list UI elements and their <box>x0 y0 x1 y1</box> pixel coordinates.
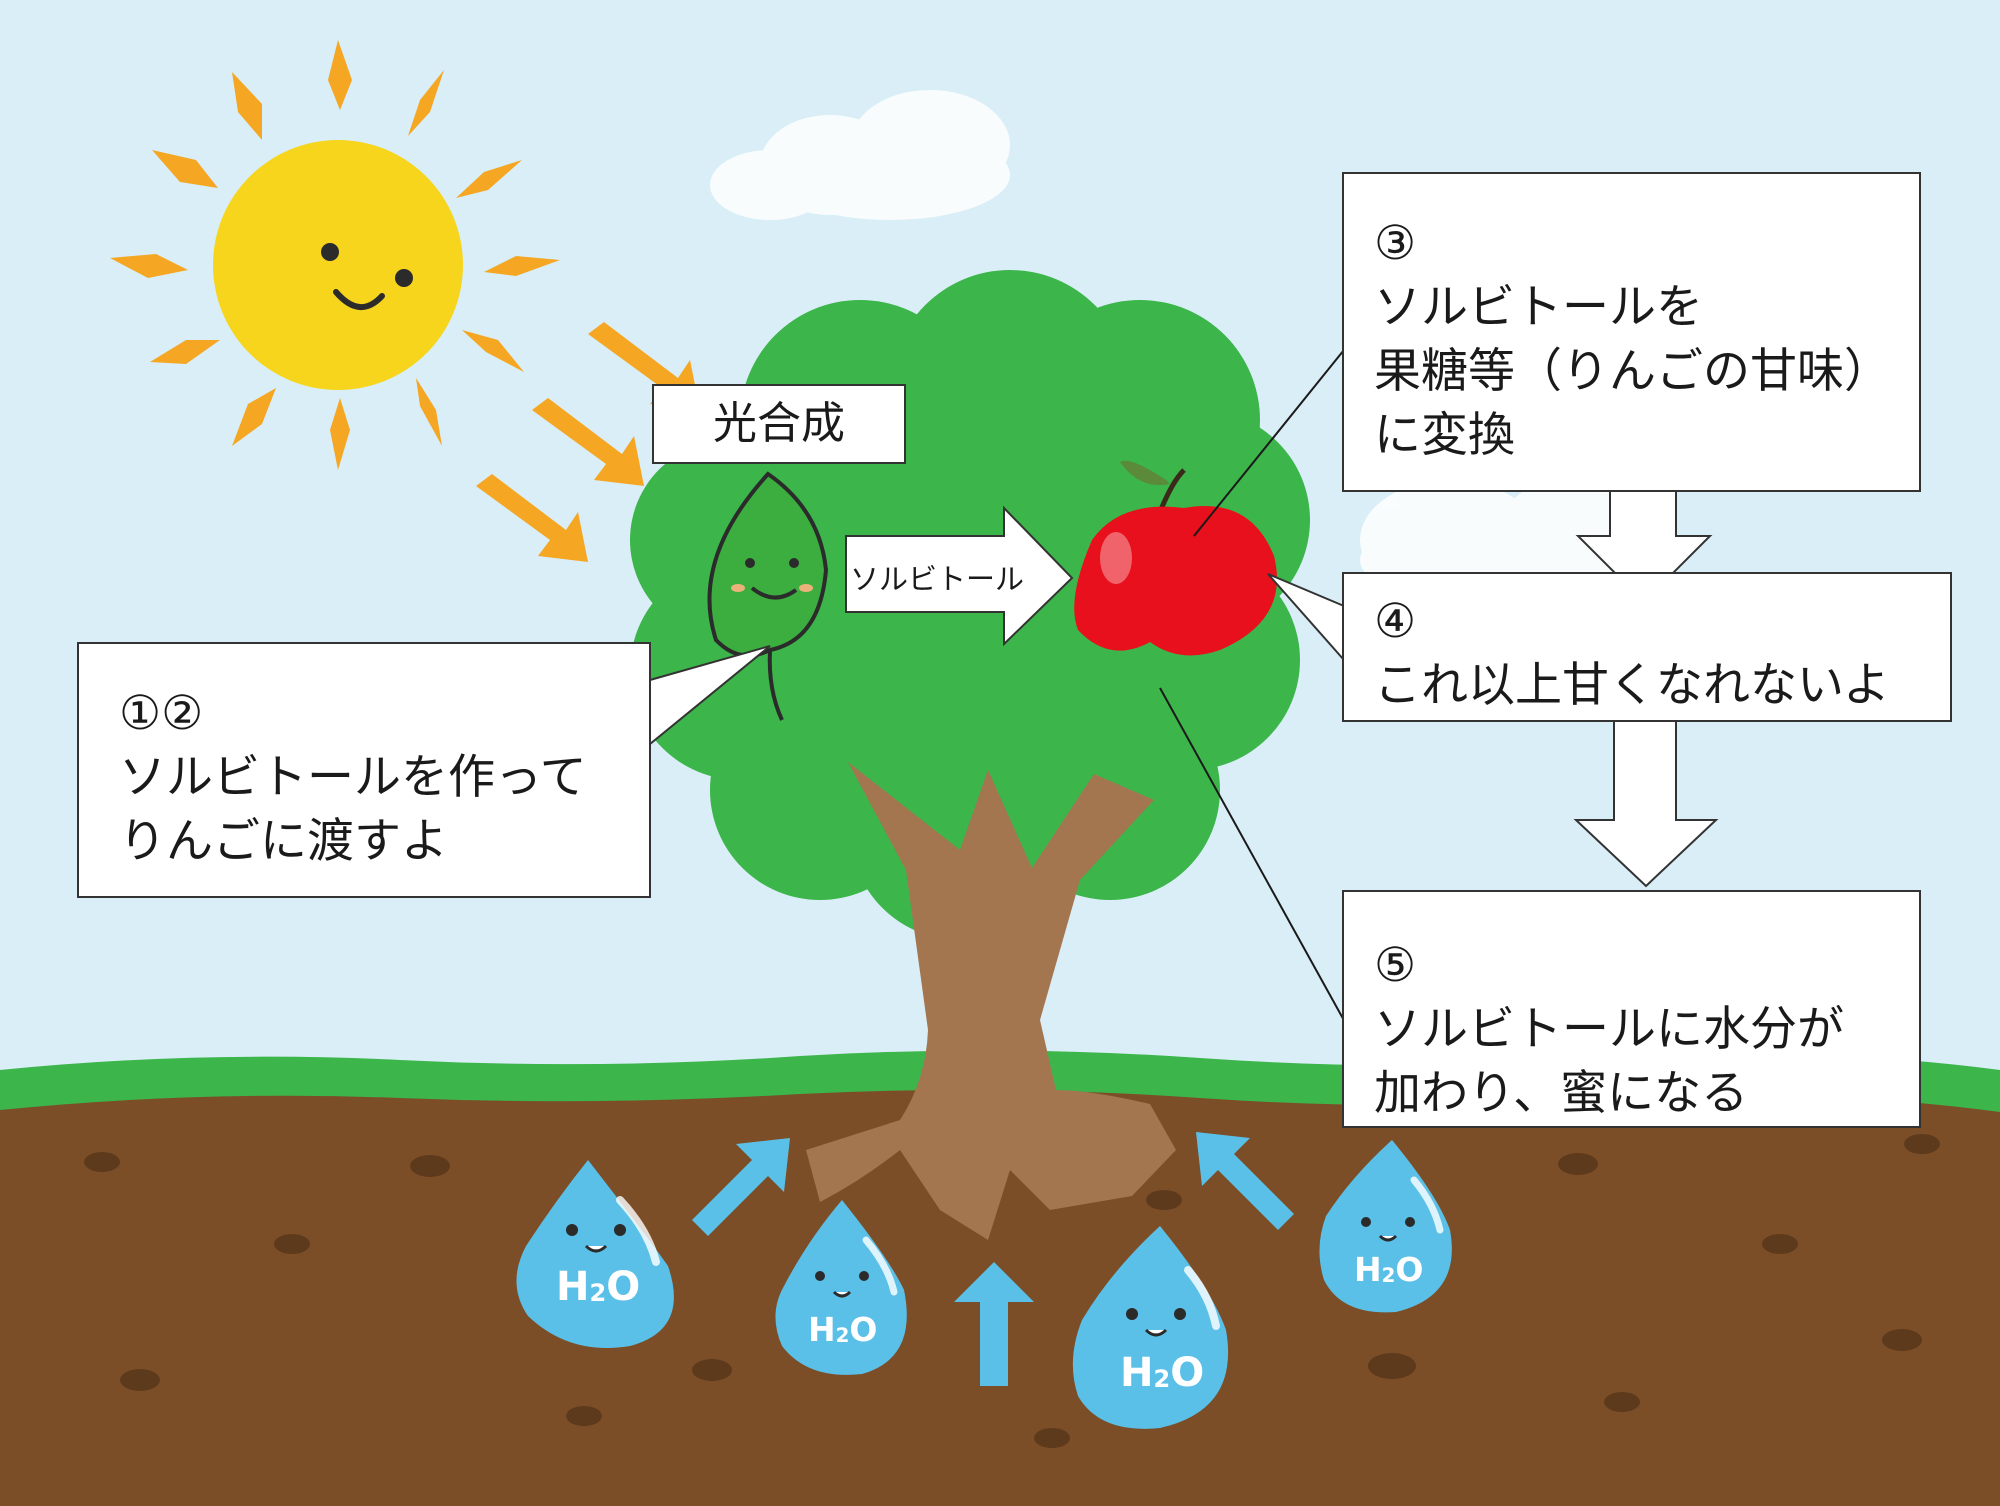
leaf-character <box>707 471 829 721</box>
step-number: ⑤ <box>1374 938 1417 993</box>
sun <box>213 140 463 390</box>
step-number: ③ <box>1374 216 1417 271</box>
step-3-box: ③ ソルビトールを 果糖等（りんごの甘味） に変換 <box>1342 172 1921 492</box>
water-label-3: H2O <box>1120 1350 1205 1396</box>
sun-mouth <box>333 289 385 310</box>
step-5-box: ⑤ ソルビトールに水分が 加わり、蜜になる <box>1342 890 1921 1128</box>
step-text-line: に変換 <box>1374 408 1515 463</box>
water-label-1: H2O <box>556 1264 641 1310</box>
step-text-line: ソルビトールを <box>1374 280 1703 335</box>
step-text-line: 加わり、蜜になる <box>1374 1066 1749 1121</box>
water-drop-1 <box>516 1160 674 1348</box>
tree-trunk <box>806 762 1176 1240</box>
connector-line-3 <box>1193 339 1353 537</box>
water-drop-2 <box>775 1200 907 1375</box>
apple <box>1074 460 1277 656</box>
down-arrow-4-5 <box>1573 713 1719 888</box>
soil-spots <box>84 1134 1940 1448</box>
step-text-line: りんごに渡すよ <box>119 814 448 869</box>
sun-eye-right <box>395 269 413 287</box>
step-1-2-callout: ①② ソルビトールを作って りんごに渡すよ <box>77 642 651 898</box>
water-drop-3 <box>1072 1226 1229 1429</box>
step-text-line: これ以上甘くなれないよ <box>1374 658 1891 713</box>
connector-line-5 <box>1159 687 1347 1025</box>
cloud-left <box>710 90 1010 220</box>
sun-rays <box>110 40 560 470</box>
sun-eye-left <box>321 243 339 261</box>
water-arrows <box>692 1132 1294 1386</box>
water-label-4: H2O <box>1354 1250 1424 1289</box>
water-label-2: H2O <box>808 1310 878 1349</box>
sorbitol-arrow <box>845 505 1074 647</box>
step-number: ①② <box>119 686 204 741</box>
sorbitol-arrow-label: ソルビトール <box>850 562 1025 596</box>
step-number: ④ <box>1374 594 1417 649</box>
photosynthesis-label: 光合成 <box>652 384 906 464</box>
step-text-line: 果糖等（りんごの甘味） <box>1374 344 1891 399</box>
water-drop-4 <box>1319 1140 1452 1313</box>
step-text-line: ソルビトールを作って <box>119 750 587 805</box>
step-4-callout: ④ これ以上甘くなれないよ <box>1342 572 1952 722</box>
step-text-line: ソルビトールに水分が <box>1374 1002 1844 1057</box>
